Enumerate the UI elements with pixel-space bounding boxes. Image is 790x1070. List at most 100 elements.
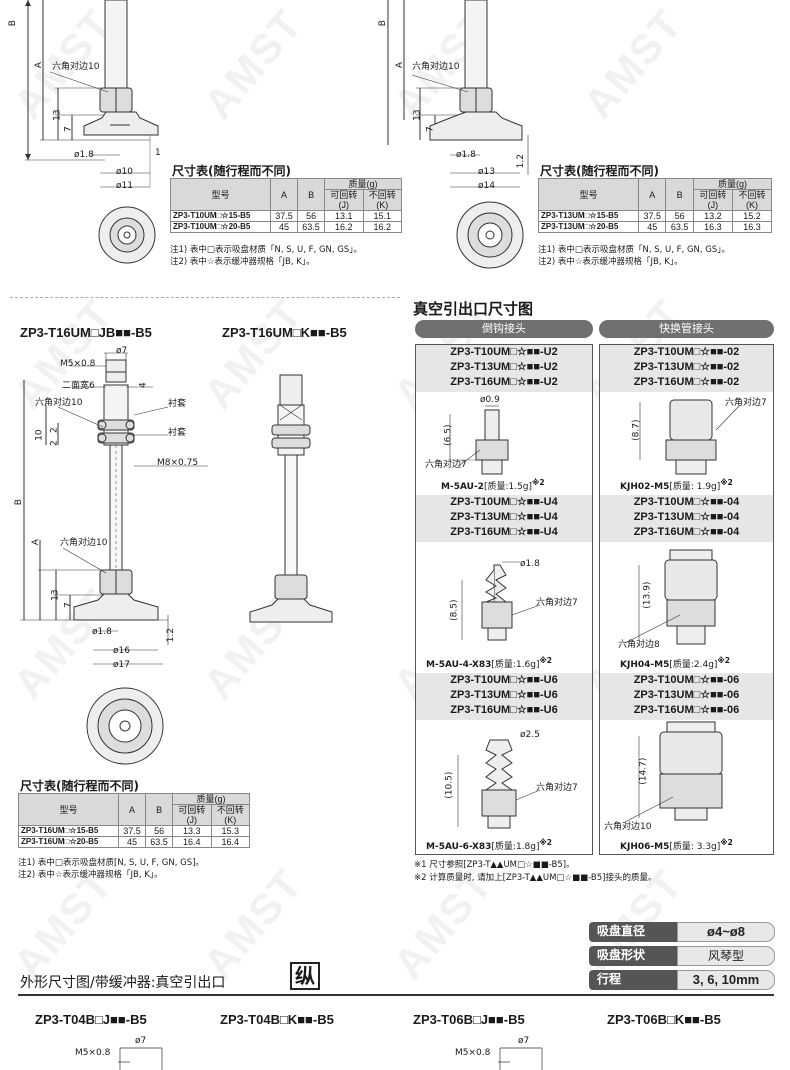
dim-h: (13.9) [642,581,653,609]
model-title: ZP3-T06B□J■■-B5 [413,1012,525,1027]
table-title: 尺寸表(随行程而不同) [540,164,659,178]
model-title: ZP3-T04B□K■■-B5 [220,1012,334,1027]
dim-a: A [33,62,44,69]
quick-fitting-04 [624,549,718,645]
bottom-section-title: 外形尺寸图/带缓冲器:真空引出口 [20,975,226,991]
col-header-barb: 倒钩接头 [415,320,593,338]
model-title: ZP3-T06B□K■■-B5 [607,1012,721,1027]
dim-phi10: ø10 [116,167,133,177]
m5-label: M5×0.8 [75,1048,111,1058]
hex-size-label: 六角对边10 [52,62,100,72]
dim-h: (8.5) [449,599,460,621]
dimension-table: 型号 A B 质量(g) 可回转(J) 不回转(K) ZP3-T10UM□☆15… [170,178,403,233]
dim-2: 2 [49,440,60,447]
dimension-table: 型号 A B 质量(g) 可回转(J) 不回转(K) ZP3-T13UM□☆15… [538,178,773,233]
dim-13: 13 [52,109,63,121]
top-left-suction-pad-drawing [25,0,159,188]
vacuum-section-title: 真空引出口尺寸图 [413,300,534,318]
dim-h: (8.7) [631,419,642,441]
hex-label: 六角对边7 [536,598,578,608]
dim-phi: ø2.5 [520,730,540,740]
dim-7: 7 [63,602,74,609]
dim-h: (6.5) [443,424,454,446]
table-title: 尺寸表(随行程而不同) [20,779,139,793]
t16-top-view [86,687,164,765]
dim-h: (10.5) [444,771,455,799]
fitting-caption: KJH06-M5[质量: 3.3g]※2 [620,838,733,852]
header-b: B [665,178,694,211]
fitting-caption: M-5AU-6-X83[质量:1.8g]※2 [426,838,553,852]
dim-a: A [30,539,41,546]
spec-label-diameter: 吸盘直径 [589,922,677,942]
dim-4: 4 [138,382,149,389]
quick-fitting-06 [624,721,723,823]
watermark: AMST [194,0,312,128]
header-a: A [637,178,667,211]
barb-fitting-u4 [461,561,541,641]
note-1: 注1) 表中□表示吸盘材质[N, S, U, F, GN, GS]。 [18,858,204,868]
dim-7: 7 [425,126,436,133]
m5-label: M5×0.8 [60,359,96,369]
dim-b: B [377,20,388,27]
vacuum-note-2: ※2 计算质量时, 请加上[ZP3-T▲▲UM□☆■■-B5]接头的质量。 [414,873,657,883]
col-header-quick: 快换管接头 [599,320,774,338]
table-title: 尺寸表(随行程而不同) [172,164,291,178]
barb-fitting-u6 [457,739,541,829]
bottom-drawing-stubs [118,1047,543,1070]
fitting-caption: M-5AU-2[质量:1.5g]※2 [441,478,545,492]
header-norot: 不回转(K) [362,189,403,211]
dim-1-2: 1.2 [165,628,176,643]
note-2: 注2) 表中☆表示缓冲器规格「JB, K」。 [18,870,163,880]
dim-b: B [7,20,18,27]
header-model: 型号 [18,793,119,826]
note-2: 注2) 表中☆表示缓冲器规格「JB, K」。 [538,257,683,267]
note-2: 注2) 表中☆表示缓冲器规格「JB, K」。 [170,257,315,267]
dim-phi1-8: ø1.8 [92,627,112,637]
dim-phi1-8: ø1.8 [74,150,94,160]
header-b: B [297,178,326,211]
phi7-label: ø7 [518,1036,530,1046]
dim-b: B [13,499,24,506]
divider [18,994,774,996]
m5-label: M5×0.8 [455,1048,491,1058]
spec-label-shape: 吸盘形状 [589,946,677,966]
top-right-top-view [456,201,524,269]
dimension-table: 型号 A B 质量(g) 可回转(J) 不回转(K) ZP3-T16UM□☆15… [18,793,251,848]
hex-label: 六角对边10 [604,822,652,832]
header-rot: 可回转(J) [324,189,364,211]
vacuum-note-1: ※1 尺寸参照[ZP3-T▲▲UM□☆■■-B5]。 [414,860,575,870]
header-mass: 质量(g) [172,793,250,805]
note-1: 注1) 表中□表示吸盘材质「N, S, U, F, GN, GS」。 [170,245,363,255]
top-left-top-view [98,206,156,264]
t16-k-drawing [249,374,333,623]
dim-phi: ø1.8 [520,559,540,569]
top-right-suction-pad-drawing [387,0,529,188]
m8-label: M8×0.75 [157,458,199,468]
hex10-label: 六角对边10 [60,538,108,548]
hex-label: 六角对边7 [725,398,767,408]
liner-label: 衬套 [168,399,187,409]
dim-phi: ø0.9 [480,395,500,405]
barb-column [415,344,593,855]
phi7-label: ø7 [135,1036,147,1046]
fitting-caption: KJH04-M5[质量:2.4g]※2 [620,656,730,670]
header-a: A [117,793,147,826]
divider [10,297,400,298]
header-norot: 不回转(K) [210,804,251,826]
dim-13: 13 [412,109,423,121]
header-mass: 质量(g) [692,178,773,190]
two-face-label: 二面宽6 [62,381,95,391]
model-title-k: ZP3-T16UM□K■■-B5 [222,325,347,340]
note-1: 注1) 表中□表示吸盘材质「N, S, U, F, GN, GS」。 [538,245,731,255]
header-b: B [145,793,174,826]
dim-phi11: ø11 [116,181,133,191]
hex-label: 六角对边8 [618,640,660,650]
